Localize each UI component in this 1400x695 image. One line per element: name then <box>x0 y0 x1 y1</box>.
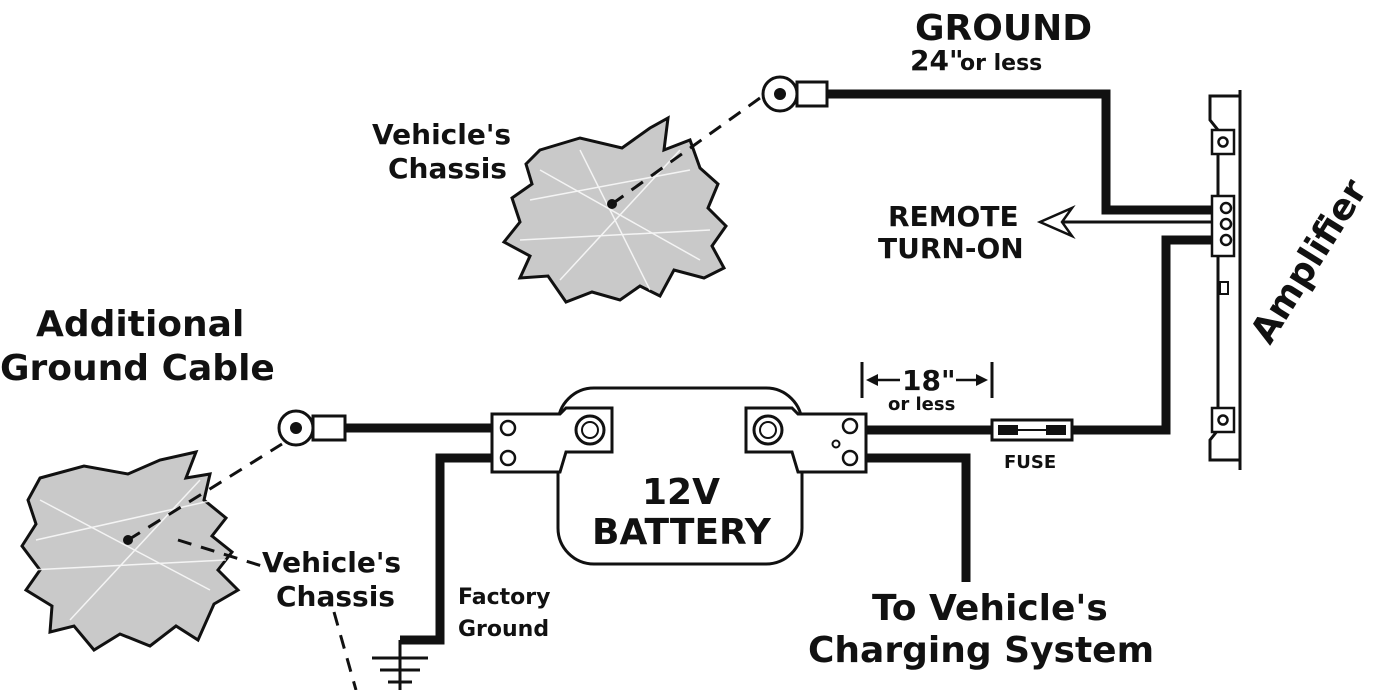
factory-ground-wire <box>400 453 492 645</box>
remote-label-line1: REMOTE <box>888 200 1019 233</box>
additional-ground-terminal <box>277 409 347 447</box>
amplifier <box>1208 90 1242 470</box>
ground-length-value: 24" <box>910 44 964 77</box>
amplifier-fuse-slot <box>1219 281 1229 295</box>
top-chassis-shape <box>501 115 728 304</box>
top-ground-terminal <box>761 75 829 113</box>
bottom-chassis-dashed-lead <box>127 442 283 542</box>
top-chassis <box>501 96 761 304</box>
bottom-chassis-lower-lead <box>332 611 358 691</box>
amplifier-mount-top <box>1210 128 1236 156</box>
fuse-distance-indicator <box>860 362 994 398</box>
chassis-top-label-line2: Chassis <box>388 152 507 185</box>
top-chassis-dashed-lead <box>611 96 761 206</box>
amplifier-terminal-power <box>1219 233 1233 247</box>
additional-label-line2: Ground Cable <box>0 348 275 389</box>
battery <box>490 386 868 566</box>
factory-ground-label-line2: Ground <box>458 617 549 642</box>
chassis-top-label-line1: Vehicle's <box>372 118 511 151</box>
chassis-bottom-label-line2: Chassis <box>276 580 395 613</box>
fuse-label: FUSE <box>1004 452 1056 473</box>
fuse-length-note: or less <box>888 394 955 415</box>
remote-arrow-head <box>1036 205 1076 239</box>
amp-power-wire <box>1072 235 1212 435</box>
amplifier-terminal-ground <box>1219 201 1233 215</box>
ground-length-note: or less <box>960 51 1042 76</box>
battery-label-line2: BATTERY <box>592 512 772 553</box>
remote-label-line2: TURN-ON <box>878 232 1024 265</box>
battery-body <box>556 386 804 566</box>
charging-system-wire <box>866 453 971 582</box>
battery-label-line1: 12V <box>642 472 720 513</box>
charging-label-line2: Charging System <box>808 630 1154 671</box>
amplifier-mount-bottom <box>1210 406 1236 434</box>
chassis-bottom-label-line1: Vehicle's <box>262 546 401 579</box>
amplifier-terminal-remote <box>1219 217 1233 231</box>
fuse <box>990 418 1074 442</box>
additional-label-line1: Additional <box>36 304 244 345</box>
bottom-chassis-texture <box>29 479 227 621</box>
fuse-length-value: 18" <box>902 364 956 397</box>
bottom-chassis-shape <box>20 449 241 652</box>
bottom-chassis-label-lead <box>177 538 263 568</box>
factory-ground-label-line1: Factory <box>458 585 550 610</box>
amplifier-label: Amplifier <box>1243 172 1376 351</box>
top-chassis-texture <box>519 149 711 291</box>
ground-wire <box>827 89 1212 215</box>
charging-label-line1: To Vehicle's <box>872 588 1108 629</box>
ground-title: GROUND <box>915 8 1092 49</box>
bottom-chassis <box>20 442 358 691</box>
ground-symbol <box>372 640 428 690</box>
